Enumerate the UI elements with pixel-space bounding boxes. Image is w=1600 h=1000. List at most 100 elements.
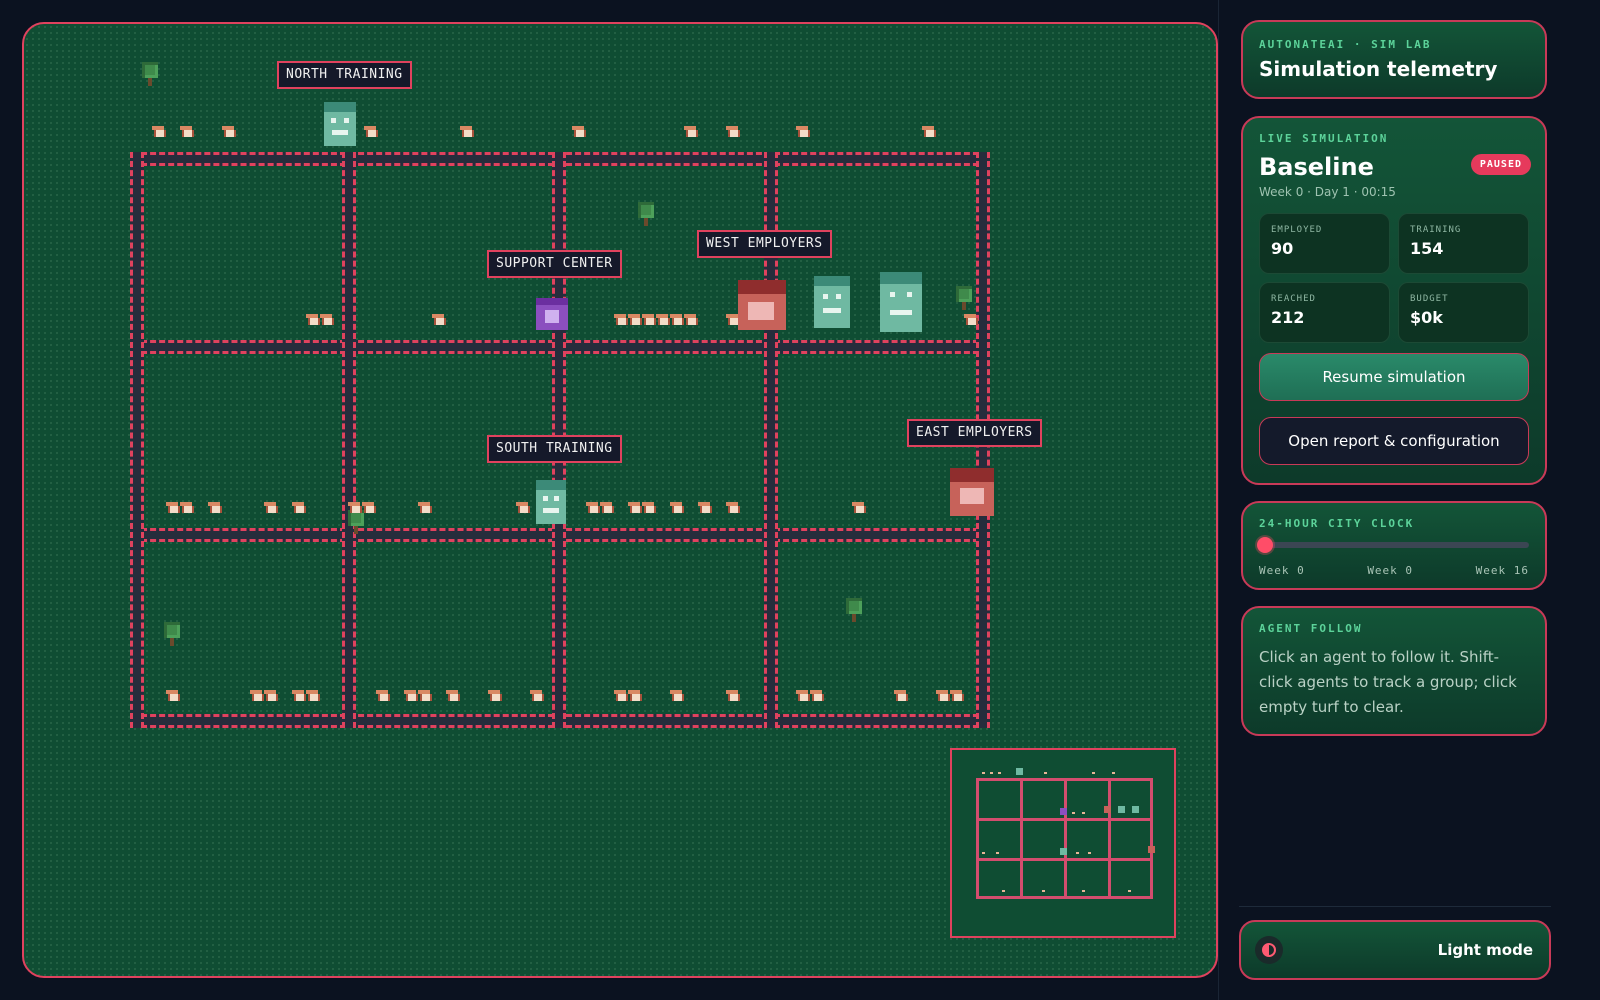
map-label-support-center: SUPPORT CENTER bbox=[487, 250, 622, 278]
house bbox=[726, 314, 740, 325]
tree bbox=[164, 622, 180, 646]
minimap-building bbox=[1104, 806, 1111, 813]
support-center-building[interactable] bbox=[536, 298, 568, 330]
house bbox=[572, 126, 586, 137]
stat-reached: REACHED 212 bbox=[1259, 282, 1390, 343]
house bbox=[642, 314, 656, 325]
minimap-house bbox=[982, 772, 985, 774]
road bbox=[342, 152, 356, 728]
map-label-north-training: NORTH TRAINING bbox=[277, 61, 412, 89]
house bbox=[642, 502, 656, 513]
road bbox=[130, 152, 144, 728]
stat-value: $0k bbox=[1410, 308, 1443, 327]
stat-budget: BUDGET $0k bbox=[1398, 282, 1529, 343]
simulation-name: Baseline bbox=[1259, 153, 1374, 181]
house bbox=[348, 502, 362, 513]
house bbox=[292, 690, 306, 701]
house bbox=[292, 502, 306, 513]
status-badge: PAUSED bbox=[1470, 154, 1531, 175]
house bbox=[264, 690, 278, 701]
clock-eyebrow: 24-HOUR CITY CLOCK bbox=[1259, 517, 1415, 530]
minimap-road bbox=[1150, 778, 1153, 899]
minimap-house bbox=[1002, 890, 1005, 892]
house bbox=[306, 314, 320, 325]
city-map[interactable]: NORTH TRAINING SUPPORT CENTER WEST EMPLO… bbox=[22, 22, 1218, 978]
house bbox=[964, 314, 978, 325]
house bbox=[698, 502, 712, 513]
house bbox=[376, 690, 390, 701]
house bbox=[628, 690, 642, 701]
house bbox=[222, 126, 236, 137]
minimap-building bbox=[1132, 806, 1139, 813]
house bbox=[670, 502, 684, 513]
tree bbox=[956, 286, 972, 310]
simulation-time: Week 0 · Day 1 · 00:15 bbox=[1259, 185, 1396, 199]
house bbox=[628, 502, 642, 513]
minimap-house bbox=[1044, 772, 1047, 774]
minimap-house bbox=[1128, 890, 1131, 892]
minimap-house bbox=[998, 772, 1001, 774]
stat-label: REACHED bbox=[1271, 294, 1316, 304]
north-training-building[interactable] bbox=[324, 102, 356, 146]
stat-label: EMPLOYED bbox=[1271, 225, 1323, 235]
minimap-road bbox=[1064, 778, 1067, 899]
south-training-building[interactable] bbox=[536, 480, 566, 524]
west-employer-tower[interactable] bbox=[880, 272, 922, 332]
map-label-south-training: SOUTH TRAINING bbox=[487, 435, 622, 463]
open-report-button[interactable]: Open report & configuration bbox=[1259, 417, 1529, 465]
live-simulation-eyebrow: LIVE SIMULATION bbox=[1259, 132, 1389, 145]
minimap-building bbox=[1060, 848, 1067, 855]
house bbox=[432, 314, 446, 325]
house bbox=[586, 502, 600, 513]
house bbox=[320, 314, 334, 325]
house bbox=[418, 690, 432, 701]
map-label-west-employers: WEST EMPLOYERS bbox=[697, 230, 832, 258]
house bbox=[852, 502, 866, 513]
agent-follow-eyebrow: AGENT FOLLOW bbox=[1259, 622, 1363, 635]
house bbox=[936, 690, 950, 701]
house bbox=[516, 502, 530, 513]
map-label-east-employers: EAST EMPLOYERS bbox=[907, 419, 1042, 447]
house bbox=[726, 126, 740, 137]
resume-simulation-button[interactable]: Resume simulation bbox=[1259, 353, 1529, 401]
minimap-road bbox=[1108, 778, 1111, 899]
house bbox=[418, 502, 432, 513]
minimap-road bbox=[1020, 778, 1023, 899]
brand-eyebrow: AUTONATEAI · SIM LAB bbox=[1259, 38, 1432, 51]
minimap-house bbox=[1082, 812, 1085, 814]
house bbox=[166, 690, 180, 701]
house bbox=[364, 126, 378, 137]
clock-slider[interactable] bbox=[1257, 537, 1529, 553]
house bbox=[796, 690, 810, 701]
stat-value: 212 bbox=[1271, 308, 1305, 327]
sidebar: AUTONATEAI · SIM LAB Simulation telemetr… bbox=[1218, 0, 1600, 1000]
house bbox=[684, 314, 698, 325]
stat-employed: EMPLOYED 90 bbox=[1259, 213, 1390, 274]
house bbox=[180, 126, 194, 137]
west-employer-building[interactable] bbox=[738, 280, 786, 330]
house bbox=[180, 502, 194, 513]
divider bbox=[1239, 906, 1551, 907]
house bbox=[950, 690, 964, 701]
clock-ticks: Week 0 Week 0 Week 16 bbox=[1259, 564, 1529, 577]
house bbox=[166, 502, 180, 513]
house bbox=[656, 314, 670, 325]
house bbox=[460, 126, 474, 137]
minimap-house bbox=[1082, 890, 1085, 892]
house bbox=[264, 502, 278, 513]
minimap-building bbox=[1016, 768, 1023, 775]
east-employer-building[interactable] bbox=[950, 468, 994, 516]
house bbox=[894, 690, 908, 701]
house bbox=[600, 502, 614, 513]
house bbox=[614, 690, 628, 701]
house bbox=[404, 690, 418, 701]
house bbox=[152, 126, 166, 137]
west-employer-office[interactable] bbox=[814, 276, 850, 328]
minimap-house bbox=[1072, 812, 1075, 814]
clock-slider-thumb[interactable] bbox=[1257, 537, 1273, 553]
minimap[interactable] bbox=[950, 748, 1176, 938]
house bbox=[726, 690, 740, 701]
house bbox=[810, 690, 824, 701]
theme-toggle-button[interactable]: Light mode bbox=[1239, 920, 1551, 980]
house bbox=[670, 690, 684, 701]
